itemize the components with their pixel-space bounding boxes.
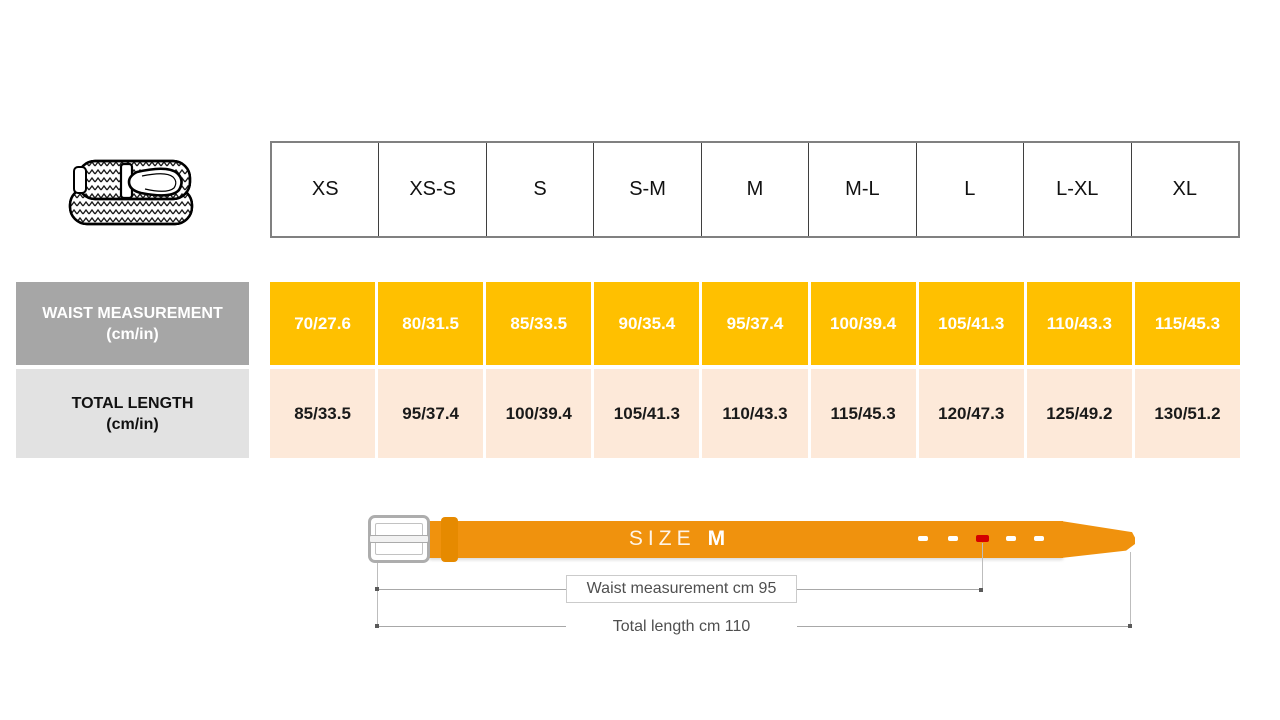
- measure-endpoint: [375, 624, 379, 628]
- waist-value-cell: 115/45.3: [1134, 282, 1240, 365]
- length-value-cell: 120/47.3: [918, 369, 1024, 458]
- belt-hole: [918, 536, 928, 541]
- belt-hole: [1034, 536, 1044, 541]
- size-header-cell: L-XL: [1024, 143, 1132, 236]
- length-value-row: 85/33.5 95/37.4 100/39.4 105/41.3 110/43…: [270, 369, 1240, 458]
- size-word: SIZE: [628, 527, 696, 550]
- size-header-cell: XS-S: [379, 143, 487, 236]
- measure-endpoint: [375, 587, 379, 591]
- belt-hole: [948, 536, 958, 541]
- size-header-cell: L: [917, 143, 1025, 236]
- waist-value-cell: 70/27.6: [270, 282, 376, 365]
- waist-value-cell: 95/37.4: [702, 282, 808, 365]
- size-header-row: XS XS-S S S-M M M-L L L-XL XL: [270, 141, 1240, 238]
- size-header-cell: XS: [272, 143, 380, 236]
- belt-tip: [1061, 521, 1135, 558]
- belt-hole: [1006, 536, 1016, 541]
- size-header-cell: S: [487, 143, 595, 236]
- guide-line-buckle: [377, 563, 378, 627]
- waist-row-label-unit: (cm/in): [106, 325, 159, 343]
- length-value-cell: 125/49.2: [1026, 369, 1132, 458]
- length-value-cell: 115/45.3: [810, 369, 916, 458]
- waist-value-row: 70/27.6 80/31.5 85/33.5 90/35.4 95/37.4 …: [270, 282, 1240, 365]
- waist-value-cell: 100/39.4: [810, 282, 916, 365]
- waist-value-cell: 85/33.5: [486, 282, 592, 365]
- length-value-cell: 100/39.4: [486, 369, 592, 458]
- braided-belt-icon: [68, 159, 194, 226]
- size-header-cell: M: [702, 143, 810, 236]
- length-row-label: TOTAL LENGTH (cm/in): [16, 369, 249, 458]
- braided-belt-illustration: [65, 152, 200, 234]
- belt-keeper-loop: [441, 517, 458, 562]
- length-row-label-text: TOTAL LENGTH: [71, 394, 194, 412]
- length-value-cell: 110/43.3: [702, 369, 808, 458]
- belt-hole-selected: [976, 535, 989, 542]
- length-row-label-unit: (cm/in): [106, 415, 159, 433]
- waist-row-label-text: WAIST MEASUREMENT: [42, 304, 223, 322]
- waist-value-cell: 110/43.3: [1026, 282, 1132, 365]
- measure-endpoint: [979, 588, 983, 592]
- size-header-cell: XL: [1172, 178, 1197, 200]
- belt-buckle-prong: [369, 535, 429, 543]
- measure-endpoint: [1128, 624, 1132, 628]
- waist-annotation-box: Waist measurement cm 95: [566, 575, 797, 603]
- length-value-cell: 95/37.4: [378, 369, 484, 458]
- belt-size-label: SIZE M: [560, 527, 795, 551]
- length-value-cell: 105/41.3: [594, 369, 700, 458]
- length-annotation-text: Total length cm 110: [566, 616, 797, 638]
- waist-value-cell: 105/41.3: [918, 282, 1024, 365]
- length-value-cell: 130/51.2: [1134, 369, 1240, 458]
- size-value: M: [707, 527, 727, 550]
- waist-value-cell: 90/35.4: [594, 282, 700, 365]
- waist-value-cell: 80/31.5: [378, 282, 484, 365]
- guide-line-hole: [982, 543, 983, 590]
- waist-row-label: WAIST MEASUREMENT (cm/in): [16, 282, 249, 365]
- length-value-cell: 85/33.5: [270, 369, 376, 458]
- size-header-cell: M-L: [809, 143, 917, 236]
- guide-line-tip: [1130, 552, 1131, 627]
- size-header-cell: S-M: [594, 143, 702, 236]
